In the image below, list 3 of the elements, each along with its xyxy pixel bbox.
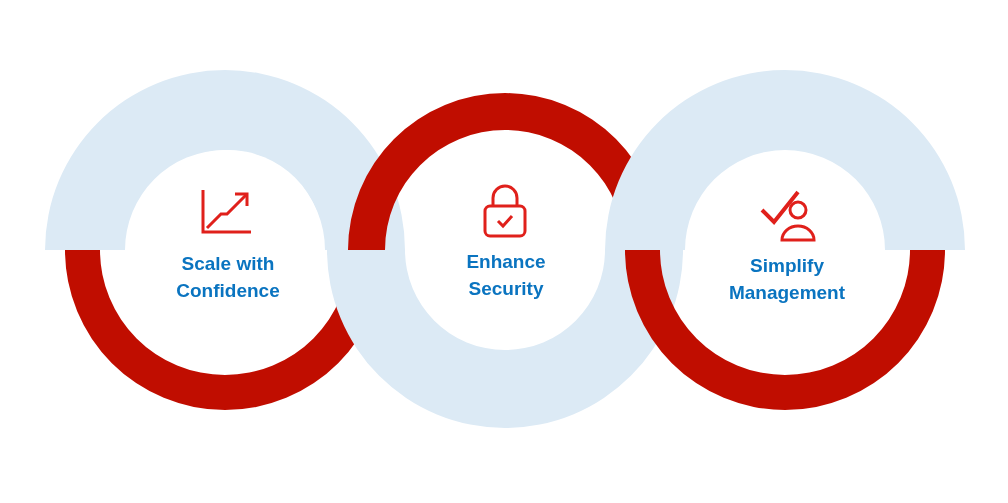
title-text: Simplify Management (727, 254, 847, 305)
title-text: Enhance Security (465, 250, 547, 301)
title-text: Scale with Confidence (175, 252, 281, 303)
